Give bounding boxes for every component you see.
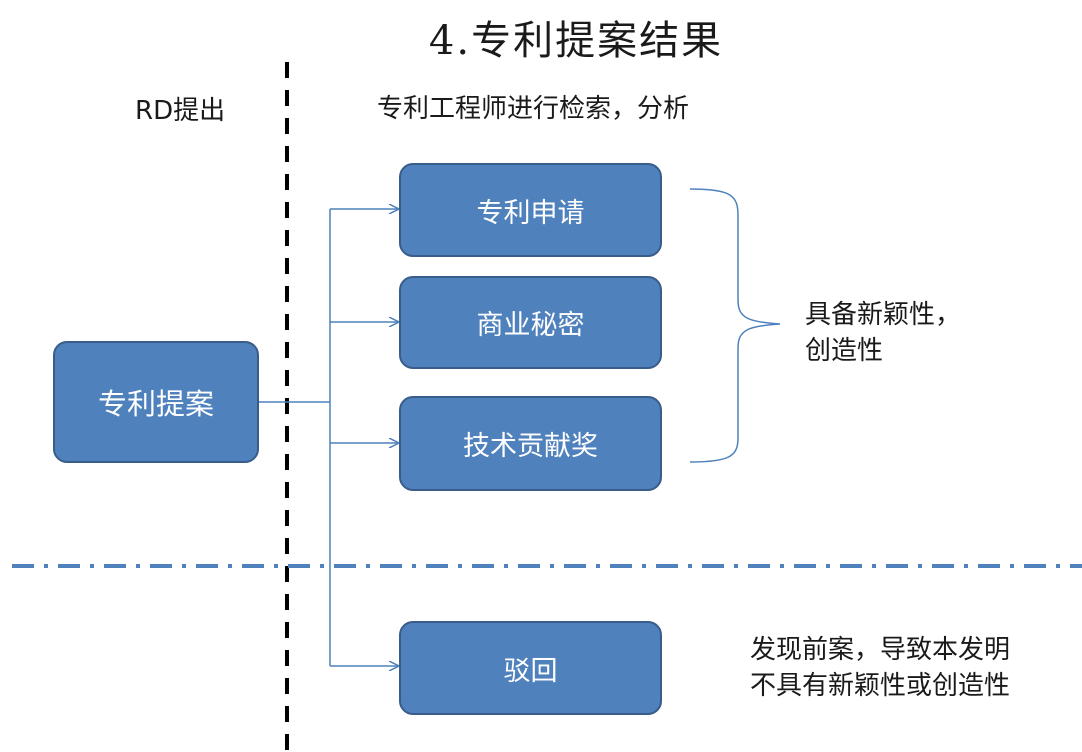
positive-note: 具备新颖性， 创造性 <box>805 297 961 369</box>
curly-brace <box>689 188 781 463</box>
page-title: 4.专利提案结果 <box>428 18 724 64</box>
positive-note-line-1: 具备新颖性， <box>805 300 962 330</box>
source-box-patent-proposal: 专利提案 <box>53 341 259 463</box>
outcome-box-patent-application: 专利申请 <box>399 163 662 257</box>
rd-header: RD提出 <box>135 96 226 126</box>
positive-note-line-2: 创造性 <box>805 336 884 366</box>
engineer-header: 专利工程师进行检索，分析 <box>377 94 690 124</box>
reject-note: 发现前案，导致本发明 不具有新颖性或创造性 <box>750 632 1010 704</box>
reject-box: 驳回 <box>399 621 662 715</box>
reject-note-line-1: 发现前案，导致本发明 <box>750 635 1011 665</box>
reject-note-line-2: 不具有新颖性或创造性 <box>750 671 1011 701</box>
outcome-box-tech-award: 技术贡献奖 <box>399 396 662 491</box>
outcome-box-trade-secret: 商业秘密 <box>399 276 662 369</box>
